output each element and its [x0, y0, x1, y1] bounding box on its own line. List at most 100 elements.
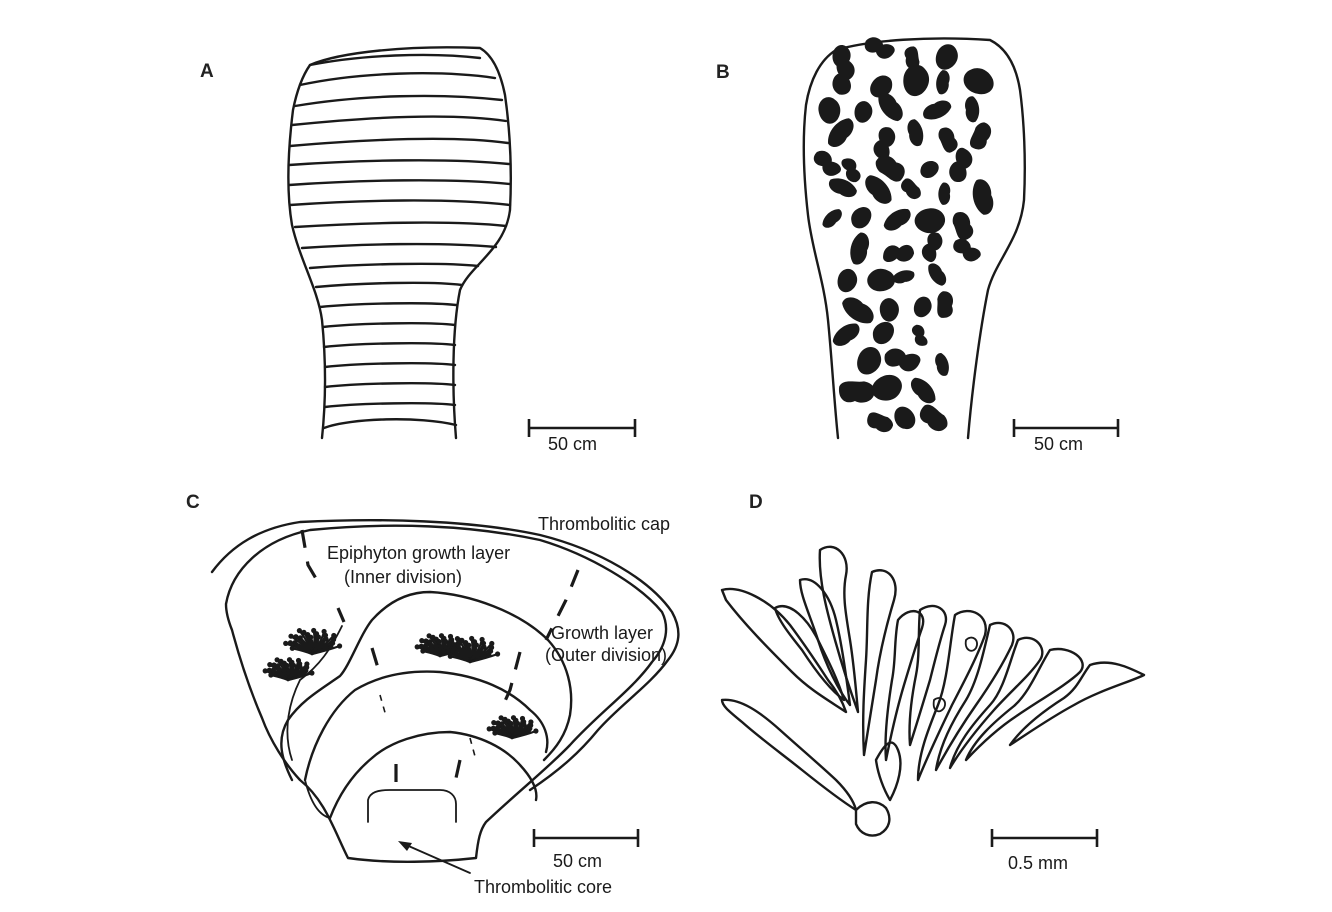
epiphyton-tip — [491, 720, 497, 726]
clot — [969, 122, 992, 150]
epiphyton-bush — [283, 627, 343, 656]
clot — [822, 209, 842, 228]
clot — [936, 70, 950, 95]
epiphyton-tip — [271, 662, 277, 668]
panel-d-scale-label: 0.5 mm — [1008, 853, 1068, 873]
epiphyton-tip — [514, 720, 521, 726]
clot — [938, 127, 958, 153]
epiphyton-tip — [423, 638, 429, 644]
epiphyton-tip — [495, 651, 501, 657]
clot — [921, 232, 943, 263]
panel-b-scale-bar — [1012, 419, 1120, 437]
epiphyton-tip — [495, 720, 501, 726]
epiphyton-tip — [284, 662, 290, 669]
clot — [892, 270, 915, 284]
epiphyton-bush — [262, 657, 315, 682]
clot — [963, 68, 994, 95]
clot — [875, 155, 905, 182]
epiphyton-tip — [262, 668, 268, 674]
panel-a-scale-bar — [527, 419, 637, 437]
clot — [935, 44, 958, 70]
epiphyton-tip — [455, 643, 461, 649]
panel-c-growth-layer-3 — [328, 730, 538, 820]
epiphyton-tip — [533, 728, 539, 734]
clot — [972, 179, 994, 215]
clot — [842, 297, 874, 324]
epiphyton-tip — [292, 640, 298, 646]
clot — [953, 238, 981, 262]
epiphyton-tip — [442, 638, 449, 644]
clot — [952, 212, 974, 241]
panel-c-dash-4 — [370, 647, 380, 669]
clot — [865, 175, 892, 204]
panel-c-label-thrombolitic-cap: Thrombolitic cap — [538, 514, 670, 534]
epiphyton-tip — [473, 642, 479, 648]
clot — [818, 97, 841, 124]
clot — [879, 298, 899, 322]
epiphyton-tip — [508, 720, 514, 727]
epiphyton-bush — [441, 635, 501, 664]
panel-a: A 50 cm — [200, 46, 637, 454]
panel-c-letter: C — [186, 492, 200, 513]
epiphyton-tip — [490, 725, 496, 731]
panel-c-dash-1 — [300, 529, 320, 583]
panel-a-scale-label: 50 cm — [548, 434, 597, 454]
epiphyton-tip — [450, 648, 456, 654]
clot — [901, 178, 921, 200]
clot — [813, 150, 841, 176]
epiphyton-tip — [436, 638, 442, 645]
epiphyton-tip — [427, 639, 433, 645]
panel-c-growth-layer-2 — [303, 670, 549, 782]
clot — [870, 75, 893, 98]
clot — [883, 244, 915, 262]
panel-b-outline — [802, 37, 1026, 440]
panel-c-label-growth-1: Growth layer — [551, 623, 653, 643]
epiphyton-tip — [296, 628, 302, 634]
panel-d-epiphyton-branches — [720, 545, 1146, 837]
epiphyton-tip — [454, 636, 460, 642]
epiphyton-tip — [283, 640, 289, 646]
epiphyton-tip — [309, 670, 315, 676]
panel-c-core-bracket — [367, 789, 457, 823]
panel-a-growth-bands — [287, 53, 512, 430]
panel-c: C — [186, 492, 680, 897]
panel-c-scale-bar — [532, 829, 640, 847]
epiphyton-tip — [499, 721, 505, 727]
clot — [884, 348, 921, 372]
clot — [903, 64, 930, 97]
clot — [883, 208, 911, 231]
epiphyton-tip — [446, 641, 452, 647]
clot — [965, 96, 980, 123]
epiphyton-tip — [419, 638, 425, 644]
clot — [838, 381, 875, 403]
epiphyton-tip — [301, 629, 307, 635]
clot — [828, 118, 854, 148]
panel-c-label-growth-2: (Outer division) — [545, 645, 667, 665]
clot — [832, 58, 855, 95]
clot — [850, 232, 870, 265]
panel-c-inner-division — [280, 590, 573, 782]
clot — [894, 406, 916, 430]
clot — [854, 101, 873, 123]
epiphyton-tip — [293, 634, 299, 640]
clot — [910, 377, 936, 404]
clot — [832, 323, 860, 346]
clot — [864, 37, 895, 59]
panel-d-scale-bar — [990, 829, 1099, 847]
clot — [938, 182, 951, 205]
clot — [857, 347, 882, 375]
clot — [871, 375, 902, 401]
epiphyton-tip — [459, 637, 465, 643]
clot — [904, 46, 920, 70]
epiphyton-tip — [267, 662, 273, 668]
clot — [851, 207, 872, 229]
clot — [878, 93, 903, 122]
clot — [867, 268, 895, 292]
epiphyton-tip — [486, 726, 492, 732]
clot — [841, 158, 861, 183]
epiphyton-tip — [441, 648, 447, 654]
panel-c-dash-3 — [498, 651, 522, 713]
epiphyton-tip — [426, 633, 432, 639]
epiphyton-tip — [288, 633, 294, 639]
